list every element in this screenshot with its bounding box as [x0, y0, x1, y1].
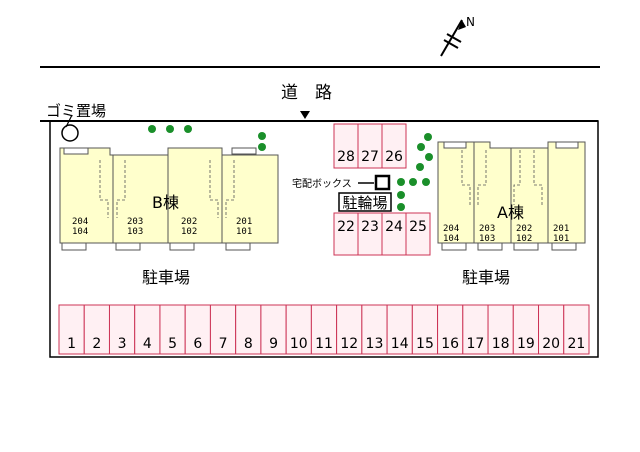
parking-slot	[209, 304, 237, 355]
unit-number: 101	[236, 227, 252, 237]
north-arrow-icon	[440, 19, 466, 57]
parking-slot	[159, 304, 186, 355]
site-boundary	[49, 120, 599, 358]
parking-slot-label: 1	[67, 336, 76, 352]
garbage-label: ゴミ置場	[46, 102, 106, 120]
delivery-box-icon	[374, 174, 391, 191]
unit-number: 203	[479, 224, 495, 234]
unit-number: 204	[443, 224, 459, 234]
trees	[148, 125, 433, 211]
parking-slot-label: 5	[168, 336, 177, 352]
bicycle-slot-label: 23	[361, 219, 379, 235]
tree-icon	[258, 132, 266, 140]
building-b	[59, 147, 279, 251]
tree-icon	[397, 203, 405, 211]
tree-icon	[409, 178, 417, 186]
building-a	[437, 141, 586, 251]
unit-number: 101	[553, 234, 569, 244]
unit-number: 204	[72, 217, 88, 227]
bicycle-slot-label: 28	[337, 149, 355, 165]
bicycle-parking-label: 駐輪場	[342, 194, 387, 212]
tree-icon	[424, 133, 432, 141]
entrance-arrow-icon	[300, 111, 310, 119]
parking-slot	[487, 304, 514, 355]
parking-slot	[462, 304, 489, 355]
unit-number: 201	[553, 224, 569, 234]
parking-slot-label: 12	[340, 336, 358, 352]
unit-number: 102	[516, 234, 532, 244]
bicycle-slot-label: 26	[385, 149, 403, 165]
tree-icon	[184, 125, 192, 133]
parking-slot	[108, 304, 136, 355]
parking-slot	[437, 304, 464, 355]
unit-number: 202	[181, 217, 197, 227]
parking-slot-label: 13	[366, 336, 384, 352]
parking-slot-label: 11	[315, 336, 333, 352]
bicycle-parking-top	[333, 123, 407, 169]
parking-slot	[184, 304, 211, 355]
parking-slot-label: 10	[290, 336, 308, 352]
unit-number: 201	[236, 217, 252, 227]
north-label: N	[466, 15, 475, 29]
parking-slot	[512, 304, 540, 355]
bicycle-slot-label: 22	[337, 219, 355, 235]
parking-slot-label: 15	[416, 336, 434, 352]
unit-number: 202	[516, 224, 532, 234]
parking-slot-label: 14	[391, 336, 409, 352]
parking-slot-label: 20	[542, 336, 560, 352]
parking-slot	[235, 304, 262, 355]
bicycle-slot-label: 24	[385, 219, 403, 235]
parking-slot-label: 19	[517, 336, 535, 352]
tree-icon	[422, 178, 430, 186]
tree-icon	[416, 163, 424, 171]
bicycle-parking-bottom	[333, 212, 431, 256]
unit-number: 103	[479, 234, 495, 244]
parking-slot	[260, 304, 287, 355]
parking-slot-label: 8	[244, 336, 253, 352]
tree-icon	[148, 125, 156, 133]
bicycle-slot-label: 25	[409, 219, 427, 235]
parking-slot-label: 17	[467, 336, 485, 352]
parking-label-right: 駐車場	[462, 268, 510, 287]
road-label: 道 路	[281, 83, 332, 103]
parking-slot	[134, 304, 161, 355]
parking-slot-label: 3	[118, 336, 127, 352]
garbage-area-icon	[61, 124, 79, 142]
parking-label-left: 駐車場	[142, 268, 190, 287]
building-b-name: B棟	[152, 193, 179, 212]
unit-number: 203	[127, 217, 143, 227]
unit-number: 103	[127, 227, 143, 237]
building-a-name: A棟	[497, 203, 524, 222]
delivery-box-label: 宅配ボックス	[292, 177, 352, 190]
parking-slot	[336, 304, 363, 355]
parking-slot-label: 16	[441, 336, 459, 352]
parking-slot-label: 18	[492, 336, 510, 352]
parking-slot-label: 9	[269, 336, 278, 352]
tree-icon	[417, 143, 425, 151]
parking-slot-label: 21	[567, 336, 585, 352]
parking-slot	[538, 304, 565, 355]
tree-icon	[397, 191, 405, 199]
parking-slot-label: 4	[143, 336, 152, 352]
parking-slot	[563, 304, 590, 355]
tree-icon	[425, 153, 433, 161]
parking-slot-label: 6	[193, 336, 202, 352]
parking-slot-label: 2	[92, 336, 101, 352]
tree-icon	[166, 125, 174, 133]
unit-number: 104	[72, 227, 88, 237]
tree-icon	[397, 178, 405, 186]
parking-slot-label: 7	[219, 336, 228, 352]
bicycle-parking-label-frame	[338, 192, 392, 212]
unit-number: 102	[181, 227, 197, 237]
bicycle-slot-label: 27	[361, 149, 379, 165]
tree-icon	[258, 143, 266, 151]
unit-number: 104	[443, 234, 459, 244]
